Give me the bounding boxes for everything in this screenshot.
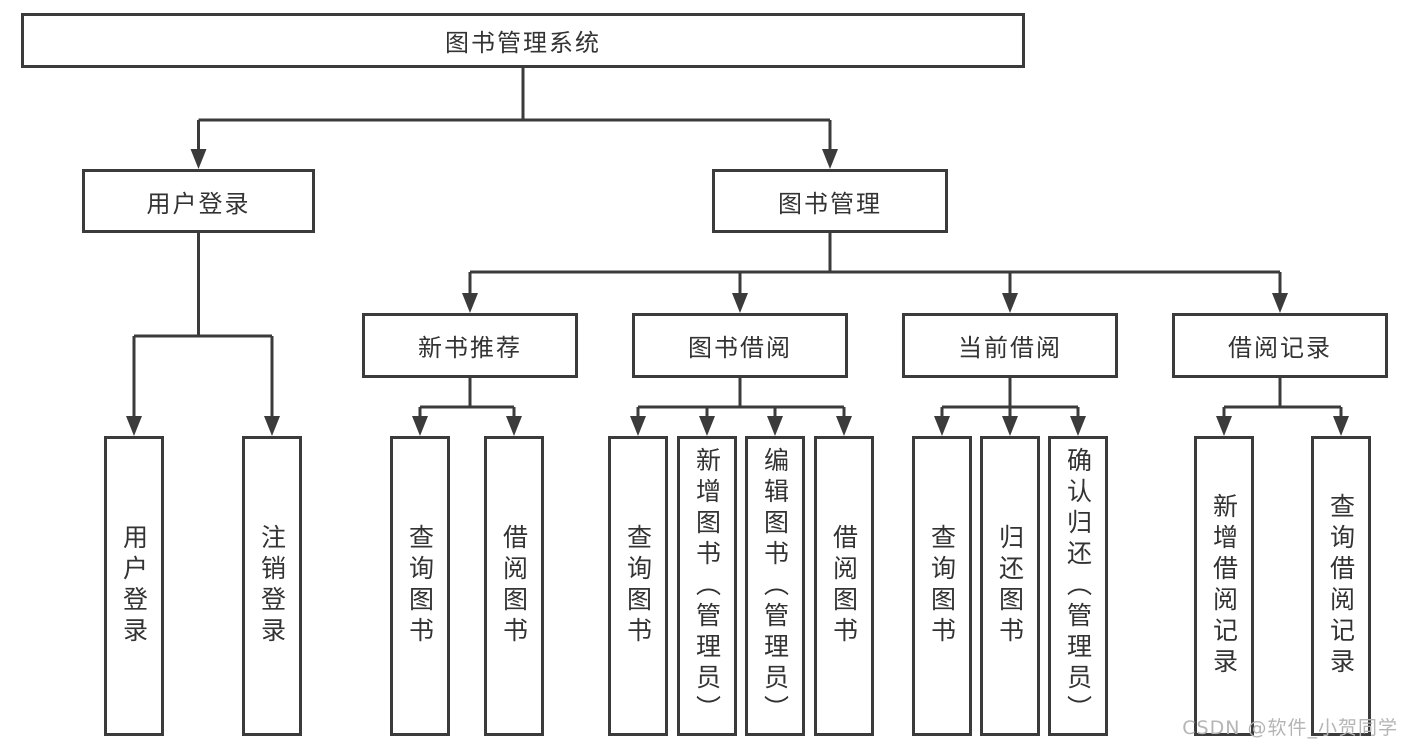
node-label: 借阅记录 bbox=[1228, 334, 1332, 362]
node-label: 图书管理 bbox=[778, 189, 882, 218]
csdn-watermark: CSDN @软件_小贺同学 bbox=[1182, 717, 1398, 739]
leaf-label: 确认归还（管理员） bbox=[1063, 446, 1093, 726]
leaf-label: 归还图书 bbox=[995, 524, 1025, 648]
node-label: 用户登录 bbox=[146, 189, 251, 218]
leaf-query-book-3: 查询图书 bbox=[912, 436, 972, 736]
node-label: 当前借阅 bbox=[958, 334, 1062, 362]
leaf-return-book: 归还图书 bbox=[980, 436, 1040, 736]
node-book-management: 图书管理 bbox=[712, 169, 948, 233]
leaf-label: 编辑图书（管理员） bbox=[760, 446, 790, 726]
node-current-borrowing: 当前借阅 bbox=[902, 313, 1118, 378]
leaf-add-borrow-record: 新增借阅记录 bbox=[1194, 436, 1254, 736]
leaf-label: 查询借阅记录 bbox=[1326, 493, 1356, 679]
leaf-label: 查询图书 bbox=[927, 524, 957, 648]
leaf-label: 借阅图书 bbox=[829, 524, 859, 648]
leaf-label: 新增图书（管理员） bbox=[692, 446, 722, 726]
node-new-book-recommend: 新书推荐 bbox=[362, 313, 578, 378]
leaf-user-login: 用户登录 bbox=[104, 436, 164, 736]
node-user-login: 用户登录 bbox=[82, 169, 315, 233]
leaf-query-borrow-record: 查询借阅记录 bbox=[1311, 436, 1371, 736]
leaf-query-book-1: 查询图书 bbox=[390, 436, 450, 736]
leaf-edit-book-admin: 编辑图书（管理员） bbox=[745, 436, 805, 736]
leaf-confirm-return-admin: 确认归还（管理员） bbox=[1048, 436, 1108, 736]
leaf-add-book-admin: 新增图书（管理员） bbox=[677, 436, 737, 736]
leaf-logout: 注销登录 bbox=[242, 436, 302, 736]
leaf-query-book-2: 查询图书 bbox=[608, 436, 668, 736]
leaf-label: 用户登录 bbox=[119, 524, 149, 648]
leaf-label: 查询图书 bbox=[623, 524, 653, 648]
node-label: 图书借阅 bbox=[688, 334, 792, 362]
leaf-borrow-book-1: 借阅图书 bbox=[484, 436, 544, 736]
leaf-borrow-book-2: 借阅图书 bbox=[814, 436, 874, 736]
node-label: 图书管理系统 bbox=[445, 29, 601, 57]
node-label: 新书推荐 bbox=[418, 334, 522, 362]
node-library-management-system: 图书管理系统 bbox=[21, 13, 1025, 68]
node-book-borrowing: 图书借阅 bbox=[632, 313, 848, 378]
leaf-label: 借阅图书 bbox=[499, 524, 529, 648]
node-borrowing-records: 借阅记录 bbox=[1172, 313, 1388, 378]
leaf-label: 新增借阅记录 bbox=[1209, 493, 1239, 679]
leaf-label: 注销登录 bbox=[257, 524, 287, 648]
leaf-label: 查询图书 bbox=[405, 524, 435, 648]
